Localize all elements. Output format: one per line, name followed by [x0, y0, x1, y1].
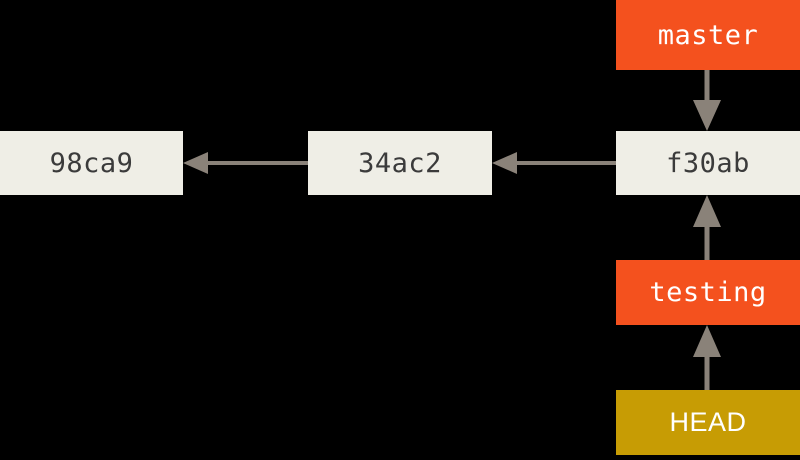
commit-34ac2-label: 34ac2: [358, 147, 442, 179]
arrow-34ac2-to-98ca9: [183, 152, 308, 174]
branch-testing-label: testing: [649, 277, 767, 308]
branch-testing[interactable]: testing: [616, 260, 800, 325]
arrow-master-to-f30ab: [693, 70, 721, 131]
arrow-testing-to-f30ab: [693, 195, 721, 260]
commit-f30ab[interactable]: f30ab: [616, 131, 800, 195]
commit-f30ab-label: f30ab: [666, 147, 750, 179]
head-pointer[interactable]: HEAD: [616, 390, 800, 455]
commit-98ca9[interactable]: 98ca9: [0, 131, 183, 195]
commit-98ca9-label: 98ca9: [49, 147, 134, 179]
arrow-head-to-testing: [693, 325, 721, 390]
head-pointer-label: HEAD: [669, 407, 747, 437]
branch-master[interactable]: master: [616, 0, 800, 70]
commit-34ac2[interactable]: 34ac2: [308, 131, 492, 195]
branch-master-label: master: [657, 19, 759, 51]
arrow-f30ab-to-34ac2: [492, 152, 616, 174]
